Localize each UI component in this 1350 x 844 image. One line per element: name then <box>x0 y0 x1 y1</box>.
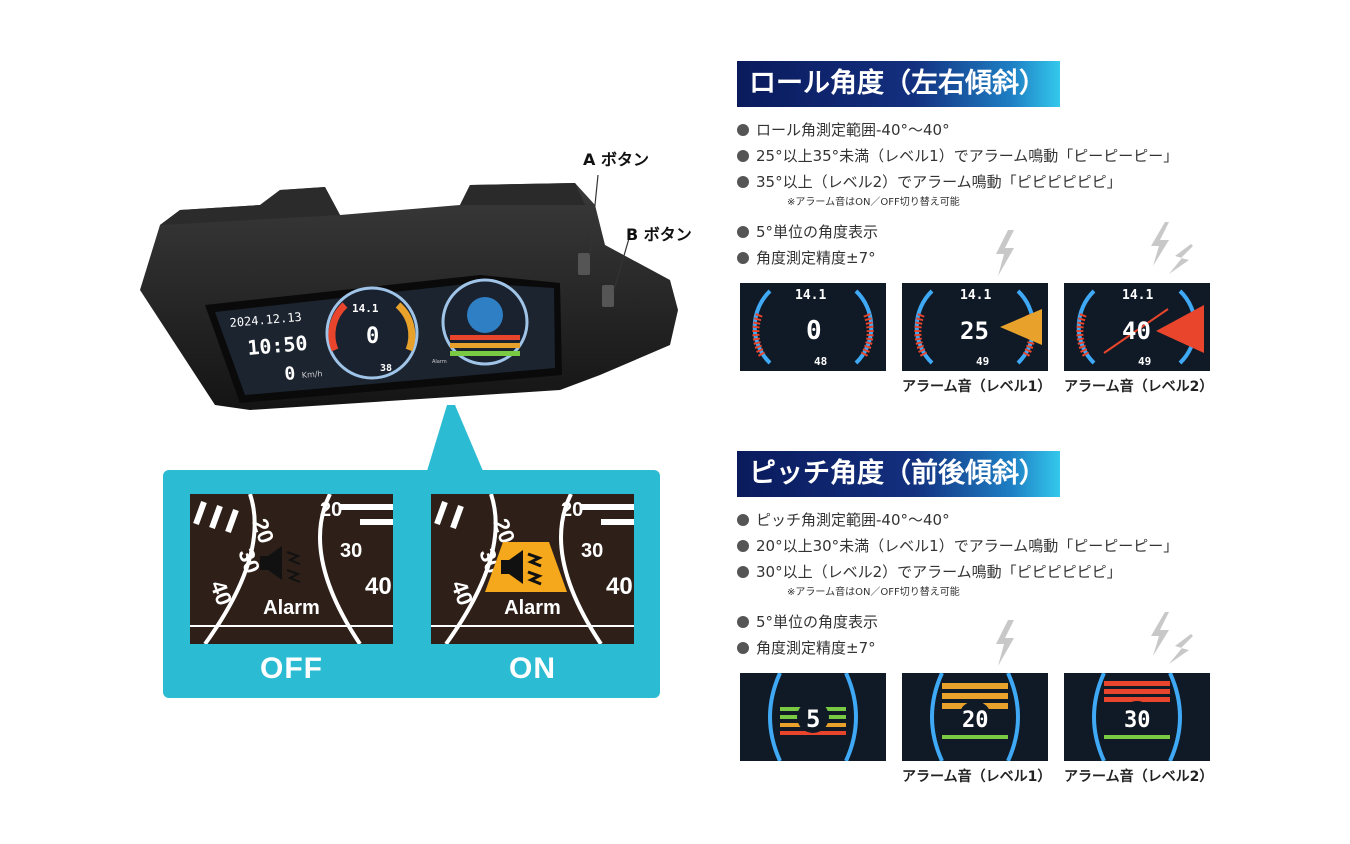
list-item: ピッチ角測定範囲-40°～40° <box>737 507 1178 533</box>
zoom-pointer <box>427 405 483 471</box>
svg-text:0: 0 <box>806 316 822 346</box>
list-item: 25°以上35°未満（レベル1）でアラーム鳴動「ピーピーピー」 <box>737 143 1178 169</box>
roll-thumb-caption-level2: アラーム音（レベル2） <box>1064 379 1214 395</box>
bullet-dot <box>737 514 749 526</box>
a-button-callout: A ボタン <box>583 150 649 169</box>
lightning-icon <box>996 620 1014 666</box>
double-lightning-icon <box>1151 222 1193 274</box>
device-body-illustration: 2024.12.13 10:50 0 Km/h 14.1 0 38 Alarm <box>140 154 678 410</box>
list-item: 5°単位の角度表示 <box>737 219 1178 245</box>
zoom-off-alarm-label: Alarm <box>263 597 320 619</box>
bullet-dot <box>737 176 749 188</box>
alarm-toggle-note: ※アラーム音はON／OFF切り替え可能 <box>787 587 960 598</box>
pitch-thumb-level2: 30 <box>1064 673 1210 761</box>
zoom-on-tick-20-right: 20 <box>561 499 583 521</box>
svg-text:49: 49 <box>1138 355 1151 368</box>
bullet-dot <box>737 252 749 264</box>
pitch-section-title: ピッチ角度（前後傾斜） <box>737 451 1060 497</box>
a-button[interactable] <box>578 253 590 275</box>
b-button-callout: B ボタン <box>626 225 692 244</box>
list-item: 角度測定精度±7° <box>737 635 1178 661</box>
device-voltage: 14.1 <box>352 302 379 315</box>
pitch-feature-list: ピッチ角測定範囲-40°～40° 20°以上30°未満（レベル1）でアラーム鳴動… <box>737 507 1178 661</box>
device-alarm-label: Alarm <box>432 359 447 365</box>
bullet-dot <box>737 226 749 238</box>
list-item: 20°以上30°未満（レベル1）でアラーム鳴動「ピーピーピー」 <box>737 533 1178 559</box>
device-altitude: 38 <box>380 363 392 374</box>
alarm-on-badge <box>485 542 567 592</box>
list-item: 角度測定精度±7° <box>737 245 1178 271</box>
roll-thumb-caption-level1: アラーム音（レベル1） <box>902 379 1052 395</box>
list-item: ロール角測定範囲-40°～40° <box>737 117 1178 143</box>
bullet-dot <box>737 566 749 578</box>
pitch-thumb-caption-level1: アラーム音（レベル1） <box>902 769 1052 785</box>
svg-text:48: 48 <box>814 355 827 368</box>
svg-text:25: 25 <box>960 317 989 345</box>
list-item: 35°以上（レベル2）でアラーム鳴動「ピピピピピピ」 <box>737 169 1178 195</box>
bullet-dot <box>737 642 749 654</box>
inclinometer-device: 2024.12.13 10:50 0 Km/h 14.1 0 38 Alarm <box>130 154 690 425</box>
list-item: 30°以上（レベル2）でアラーム鳴動「ピピピピピピ」 <box>737 559 1178 585</box>
roll-thumb-level0: 14.1 0 48 <box>740 283 886 371</box>
list-item: 5°単位の角度表示 <box>737 609 1178 635</box>
svg-text:14.1: 14.1 <box>960 288 991 303</box>
b-button[interactable] <box>602 285 614 307</box>
roll-section-title: ロール角度（左右傾斜） <box>737 61 1060 107</box>
alarm-on-panel: 20 30 40 20 30 40 Alarm <box>431 494 634 644</box>
svg-text:30: 30 <box>1124 708 1151 733</box>
roll-thumb-level1: 14.1 25 49 <box>902 283 1048 371</box>
svg-text:5: 5 <box>806 705 820 733</box>
device-date: 2024.12.13 <box>229 310 302 330</box>
pitch-thumb-caption-level2: アラーム音（レベル2） <box>1064 769 1214 785</box>
zoom-off-tick-30-right: 30 <box>340 540 362 562</box>
svg-text:14.1: 14.1 <box>1122 288 1153 303</box>
device-speed: 0 <box>284 363 297 385</box>
svg-text:14.1: 14.1 <box>795 288 826 303</box>
alarm-off-caption: OFF <box>260 652 323 685</box>
zoom-off-tick-20-right: 20 <box>320 499 342 521</box>
zoom-on-tick-30-right: 30 <box>581 540 603 562</box>
svg-text:49: 49 <box>976 355 989 368</box>
alarm-toggle-note: ※アラーム音はON／OFF切り替え可能 <box>787 197 960 208</box>
roll-thumb-level2: 14.1 40 49 <box>1064 283 1210 371</box>
speaker-muted-icon <box>260 546 301 583</box>
alarm-zoom-box: 20 30 40 20 30 40 Alarm 20 30 40 <box>163 470 660 698</box>
svg-text:20: 20 <box>962 708 989 733</box>
double-lightning-icon <box>1151 612 1193 664</box>
zoom-off-tick-40-right: 40 <box>365 573 392 600</box>
bullet-dot <box>737 150 749 162</box>
bullet-dot <box>737 540 749 552</box>
zoom-on-alarm-label: Alarm <box>504 597 561 619</box>
device-roll-value: 0 <box>366 324 379 349</box>
pitch-thumb-level1: 20 <box>902 673 1048 761</box>
bullet-dot <box>737 616 749 628</box>
alarm-on-caption: ON <box>509 652 556 685</box>
svg-text:40: 40 <box>1122 317 1151 345</box>
roll-feature-list: ロール角測定範囲-40°～40° 25°以上35°未満（レベル1）でアラーム鳴動… <box>737 117 1178 271</box>
speaker-alarm-icon <box>501 550 543 586</box>
lightning-icon <box>996 230 1014 276</box>
pitch-thumb-level0: 5 <box>740 673 886 761</box>
bullet-dot <box>737 124 749 136</box>
device-speed-unit: Km/h <box>301 369 323 380</box>
device-time: 10:50 <box>246 331 308 360</box>
zoom-on-tick-40-right: 40 <box>606 573 633 600</box>
alarm-off-panel: 20 30 40 20 30 40 Alarm <box>190 494 393 644</box>
